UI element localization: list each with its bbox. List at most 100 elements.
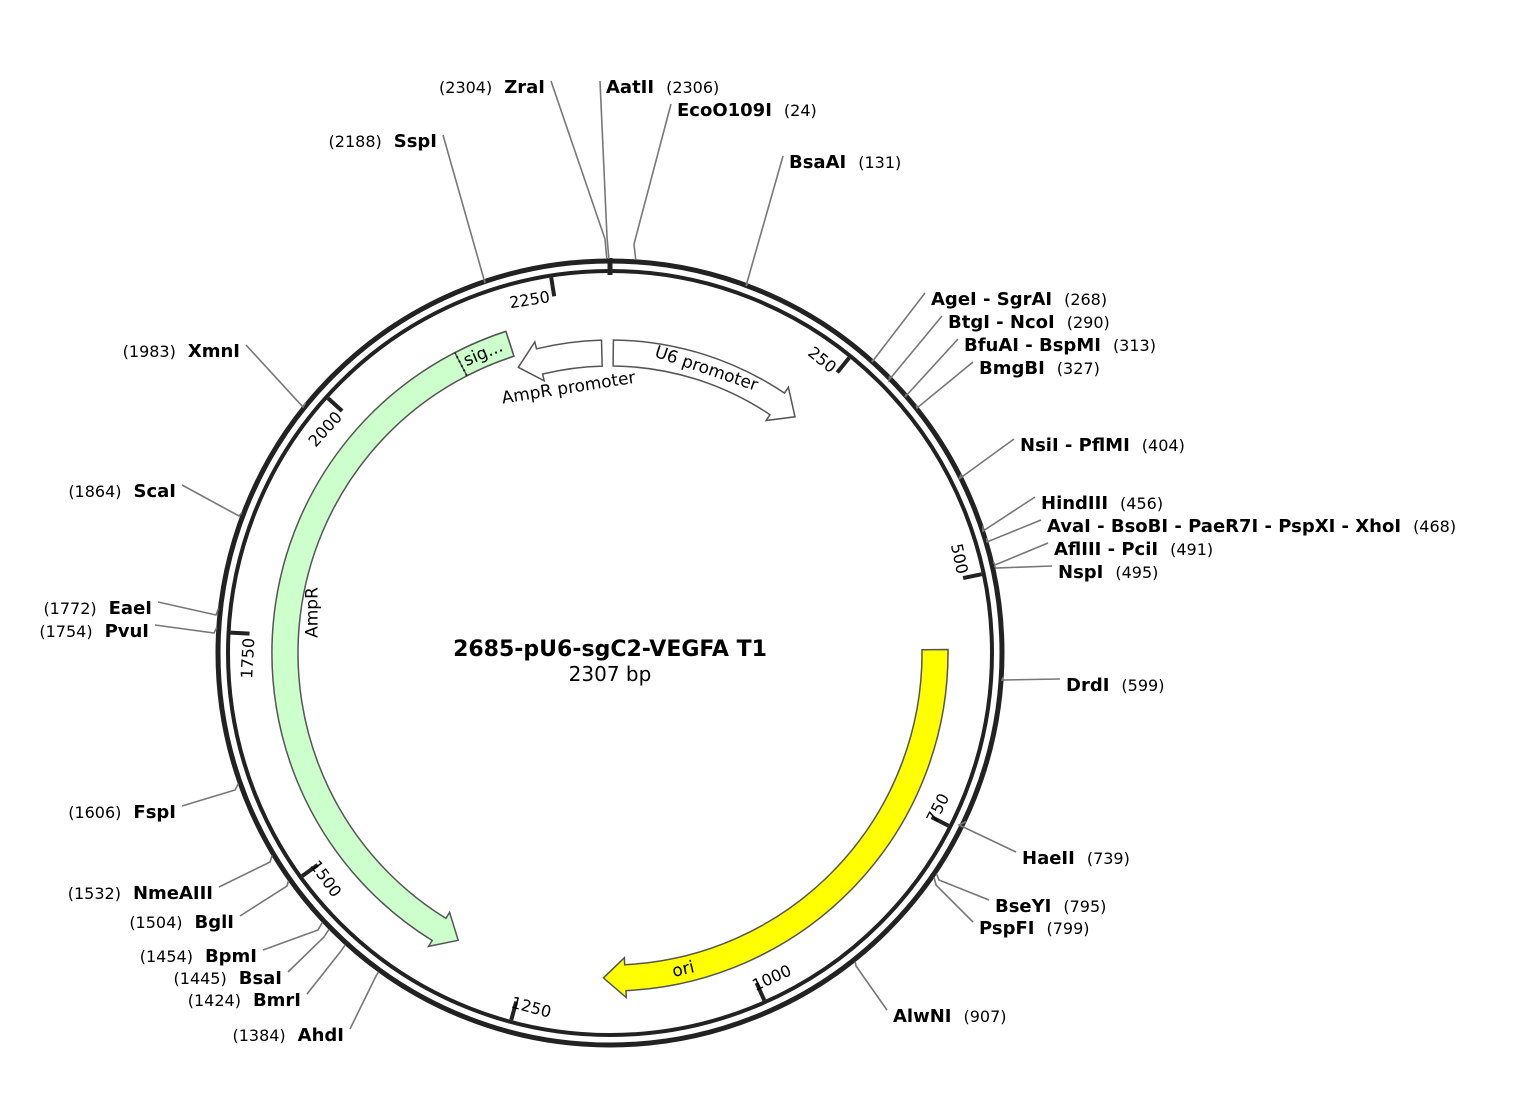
enzyme-site-pvui: PvuI(1754) [39,621,149,642]
enzyme-position: (2304) [439,78,492,97]
leader-bmri [306,944,346,995]
enzyme-position: (1424) [188,991,241,1010]
leader-xmni [245,344,307,409]
enzyme-site-nsii-pflmi: NsiI - PflMI(404) [1020,435,1185,456]
enzyme-name: ScaI [134,481,176,502]
enzyme-site-bfuai-bspmi: BfuAI - BspMI(313) [964,335,1156,356]
tick-label: 750 [922,790,953,826]
enzyme-position: (1445) [174,969,227,988]
leader-bsaai [745,155,784,287]
enzyme-name: DrdI [1066,675,1109,696]
leader-scai [181,484,243,518]
plasmid-backbone [215,258,1005,1048]
leader-bpmi [262,921,324,951]
tick-mark [835,356,851,374]
feature-ampr-promoter [517,339,603,383]
enzyme-name: AflIII - PciI [1054,539,1158,560]
enzyme-site-fspi: FspI(1606) [68,802,176,823]
feature-u6-promoter [612,339,796,422]
feature-label-ampr-promoter: AmpR promoter [500,368,637,409]
enzyme-position: (456) [1120,494,1163,513]
enzyme-site-bseyi: BseYI (795) [995,896,1106,917]
enzyme-position: (799) [1046,919,1089,938]
enzyme-site-sspi: SspI(2188) [329,131,437,152]
enzyme-name: PspFI [979,918,1034,939]
enzyme-position: (2188) [329,132,382,151]
enzyme-site-bsaai: BsaAI (131) [789,152,901,173]
enzyme-position: (1504) [129,913,182,932]
enzyme-name: BsaI [239,968,282,989]
enzyme-position: (268) [1064,290,1107,309]
plasmid-title: 2685-pU6-sgC2-VEGFA T1 [453,637,767,662]
enzyme-name: BseYI [995,896,1051,917]
sig-peptide-boundary [454,352,468,377]
enzyme-site-aatii: AatII (2306) [606,77,719,98]
enzyme-position: (1384) [232,1026,285,1045]
enzyme-name: NmeAIII [133,883,213,904]
enzyme-name: EaeI [109,598,152,619]
leader-sspi [442,134,486,284]
enzyme-position: (327) [1057,359,1100,378]
leader-pvui [154,624,218,634]
enzyme-site-bpmi: BpmI(1454) [140,946,257,967]
tick-mark [962,572,983,581]
enzyme-position: (24) [784,101,817,120]
enzyme-position: (131) [858,153,901,172]
leader-bsai [287,928,330,973]
enzyme-labels: AatII(2306)EcoO109I(24)BsaAI(131)AgeI - … [39,77,1456,1046]
tick-mark [509,1001,519,1021]
leader-pspfi [933,877,974,923]
leader-haeii [957,820,1017,853]
leader-fspi [181,783,240,807]
enzyme-site-agei-sgrai: AgeI - SgrAI(268) [931,289,1107,310]
tick-label: 500 [947,542,972,576]
enzyme-site-afliii-pcii: AflIII - PciI(491) [1054,539,1213,560]
enzyme-site-pspfi: PspFI (799) [979,918,1090,939]
enzyme-position: (290) [1067,313,1110,332]
enzyme-name: FspI [133,802,176,823]
tick-label: 1250 [509,993,553,1022]
leader-bseyi [935,873,990,901]
leader-eaei [157,601,220,616]
enzyme-site-bmgbi: BmgBI(327) [979,358,1100,379]
enzyme-name: NspI [1058,562,1103,583]
enzyme-site-haeii: HaeII(739) [1022,848,1130,869]
feature-label-ampr: AmpR [303,587,323,638]
tick-label: 2250 [508,287,551,312]
enzyme-position: (2306) [666,78,719,97]
tick-label: 250 [804,343,840,377]
leader-ecoo109i [633,103,672,260]
enzyme-position: (599) [1121,676,1164,695]
enzyme-site-eaei: EaeI(1772) [43,598,152,619]
enzyme-site-nmeaiii: NmeAIII (1532) [68,883,213,904]
enzyme-position: (468) [1413,517,1456,536]
enzyme-site-zrai: ZraI (2304) [439,77,545,98]
plasmid-size: 2307 bp [569,662,652,686]
tick-mark [301,863,319,878]
enzyme-name: AhdI [298,1025,344,1046]
enzyme-position: (795) [1063,897,1106,916]
leader-zrai [550,80,608,260]
enzyme-position: (1983) [123,342,176,361]
enzyme-site-avai-bsobi-paer7i-pspxi-xhoi: AvaI - BsoBI - PaeR7I - PspXI - XhoI(468… [1047,516,1456,537]
enzyme-name: BsaAI [789,152,846,173]
leader-nsii-pflmi [958,438,1015,480]
enzyme-name: BmrI [253,990,301,1011]
enzyme-position: (1864) [68,482,121,501]
feature-label-ori: ori [670,957,696,981]
enzyme-name: BpmI [205,946,257,967]
enzyme-name: ZraI [504,77,545,98]
enzyme-name: PvuI [105,621,149,642]
leader-bfuai-bspmi [904,338,959,398]
enzyme-name: AlwNI [893,1006,952,1027]
enzyme-site-bgli: BglI (1504) [129,912,234,933]
tick-mark [549,277,557,297]
leader-hindiii [982,496,1036,533]
enzyme-name: BglI [195,912,234,933]
leader-nspi [993,565,1053,569]
enzyme-name: AatII [606,77,654,98]
enzyme-position: (1532) [68,884,121,903]
leader-bmgbi [915,361,974,410]
tick-label: 1750 [237,637,258,679]
enzyme-position: (313) [1113,336,1156,355]
